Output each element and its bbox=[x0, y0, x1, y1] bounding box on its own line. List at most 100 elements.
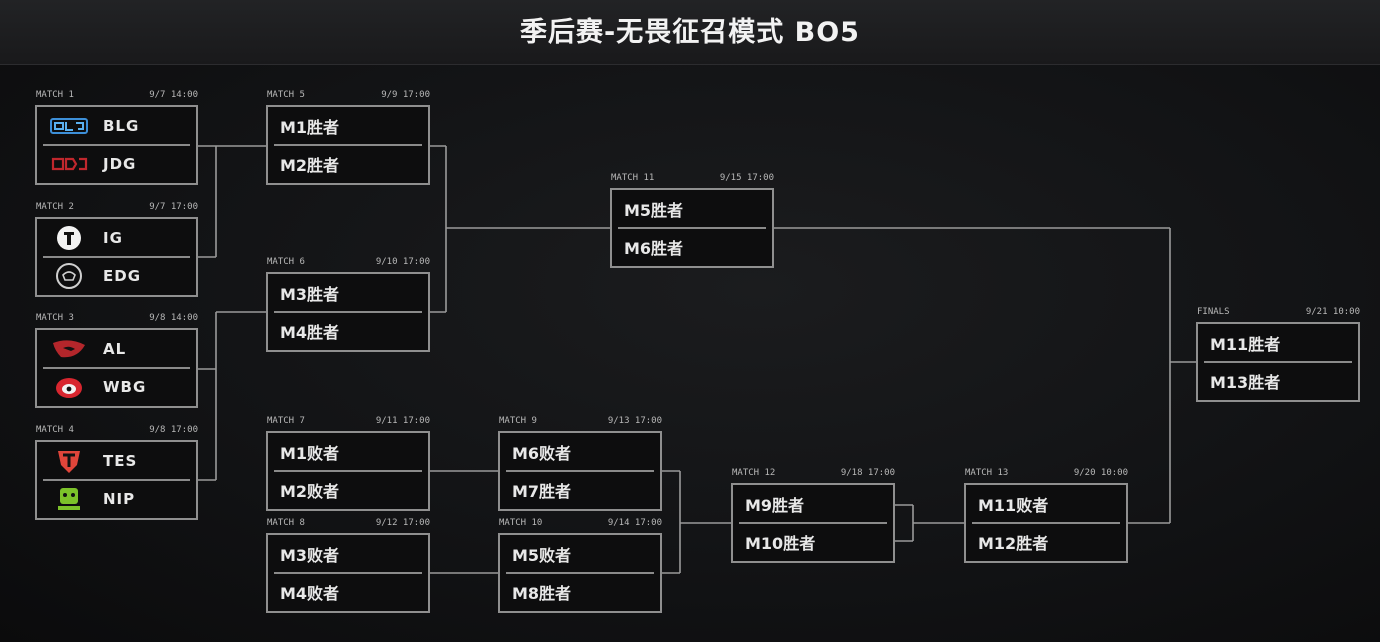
match-box[interactable]: M3胜者 M4胜者 bbox=[266, 272, 430, 352]
match-label: MATCH 10 bbox=[499, 518, 543, 528]
match-slot[interactable]: BLG bbox=[37, 107, 196, 145]
slot-divider bbox=[274, 572, 422, 574]
slot-label: NIP bbox=[103, 490, 136, 508]
slot-label: M12胜者 bbox=[978, 534, 1049, 553]
slot-divider bbox=[1204, 361, 1352, 363]
slot-label: TES bbox=[103, 452, 138, 470]
slot-divider bbox=[274, 311, 422, 313]
slot-label: M1败者 bbox=[280, 444, 340, 463]
match-slot[interactable]: M4胜者 bbox=[268, 312, 428, 350]
match-slot[interactable]: M11败者 bbox=[966, 485, 1126, 523]
match-box[interactable]: M1败者 M2败者 bbox=[266, 431, 430, 511]
connector-line bbox=[198, 311, 266, 481]
match-slot[interactable]: WBG bbox=[37, 368, 196, 406]
slot-divider bbox=[506, 572, 654, 574]
match-slot[interactable]: IG bbox=[37, 219, 196, 257]
page-title: 季后赛-无畏征召模式 BO5 bbox=[520, 17, 860, 48]
match-box[interactable]: M3败者 M4败者 bbox=[266, 533, 430, 613]
match-time: 9/10 17:00 bbox=[375, 257, 430, 267]
slot-label: WBG bbox=[103, 378, 147, 396]
match-box[interactable]: BLG JDG bbox=[35, 105, 198, 185]
match-label: MATCH 4 bbox=[36, 425, 74, 435]
match-box[interactable]: AL WBG bbox=[35, 328, 198, 408]
match-box[interactable]: M11败者 M12胜者 bbox=[964, 483, 1128, 563]
match-label: MATCH 6 bbox=[267, 257, 305, 267]
match-box[interactable]: TES NIP bbox=[35, 440, 198, 520]
match-slot[interactable]: M8胜者 bbox=[500, 573, 660, 611]
match-box[interactable]: M11胜者 M13胜者 bbox=[1196, 322, 1360, 402]
match-box[interactable]: M1胜者 M2胜者 bbox=[266, 105, 430, 185]
match-slot[interactable]: M13胜者 bbox=[1198, 362, 1358, 400]
slot-label: M2胜者 bbox=[280, 156, 340, 175]
match-slot[interactable]: NIP bbox=[37, 480, 196, 518]
match-label: MATCH 8 bbox=[267, 518, 305, 528]
match-slot[interactable]: M3败者 bbox=[268, 535, 428, 573]
match-time: 9/12 17:00 bbox=[375, 518, 430, 528]
slot-label: IG bbox=[103, 229, 123, 247]
match-time: 9/9 17:00 bbox=[381, 90, 430, 100]
match-box[interactable]: IG EDG bbox=[35, 217, 198, 297]
match-slot[interactable]: JDG bbox=[37, 145, 196, 183]
blg-logo-icon bbox=[49, 113, 89, 139]
match-slot[interactable]: TES bbox=[37, 442, 196, 480]
slot-label: M3胜者 bbox=[280, 285, 340, 304]
slot-divider bbox=[43, 144, 190, 146]
slot-label: M11败者 bbox=[978, 496, 1049, 515]
slot-label: M13胜者 bbox=[1210, 373, 1281, 392]
al-logo-icon bbox=[49, 336, 89, 362]
match-slot[interactable]: M1胜者 bbox=[268, 107, 428, 145]
match-slot[interactable]: M3胜者 bbox=[268, 274, 428, 312]
match-slot[interactable]: M6败者 bbox=[500, 433, 660, 471]
slot-divider bbox=[739, 522, 887, 524]
match-slot[interactable]: M10胜者 bbox=[733, 523, 893, 561]
match-box[interactable]: M9胜者 M10胜者 bbox=[731, 483, 895, 563]
match-slot[interactable]: M9胜者 bbox=[733, 485, 893, 523]
match-header: MATCH 8 9/12 17:00 bbox=[266, 518, 430, 531]
match-label: MATCH 5 bbox=[267, 90, 305, 100]
slot-label: M3败者 bbox=[280, 546, 340, 565]
match-box[interactable]: M5胜者 M6胜者 bbox=[610, 188, 774, 268]
match-slot[interactable]: M12胜者 bbox=[966, 523, 1126, 561]
match-slot[interactable]: M6胜者 bbox=[612, 228, 772, 266]
match-slot[interactable]: M5胜者 bbox=[612, 190, 772, 228]
slot-divider bbox=[274, 144, 422, 146]
match-slot[interactable]: M11胜者 bbox=[1198, 324, 1358, 362]
slot-divider bbox=[43, 479, 190, 481]
match-slot[interactable]: M2败者 bbox=[268, 471, 428, 509]
match-slot[interactable]: M5败者 bbox=[500, 535, 660, 573]
slot-label: M5胜者 bbox=[624, 201, 684, 220]
connector-line bbox=[430, 145, 610, 313]
match-slot[interactable]: EDG bbox=[37, 257, 196, 295]
match-slot[interactable]: M7胜者 bbox=[500, 471, 660, 509]
slot-label: BLG bbox=[103, 117, 140, 135]
ig-logo-icon bbox=[49, 225, 89, 251]
slot-label: M11胜者 bbox=[1210, 335, 1281, 354]
match-slot[interactable]: AL bbox=[37, 330, 196, 368]
connector-line bbox=[662, 470, 731, 574]
match-time: 9/15 17:00 bbox=[719, 173, 774, 183]
match-slot[interactable]: M4败者 bbox=[268, 573, 428, 611]
slot-label: M1胜者 bbox=[280, 118, 340, 137]
connector-line bbox=[774, 227, 1196, 524]
match-slot[interactable]: M1败者 bbox=[268, 433, 428, 471]
slot-label: JDG bbox=[103, 155, 137, 173]
slot-label: M9胜者 bbox=[745, 496, 805, 515]
match-slot[interactable]: M2胜者 bbox=[268, 145, 428, 183]
match-header: MATCH 5 9/9 17:00 bbox=[266, 90, 430, 103]
wbg-logo-icon bbox=[49, 374, 89, 400]
slot-divider bbox=[618, 227, 766, 229]
